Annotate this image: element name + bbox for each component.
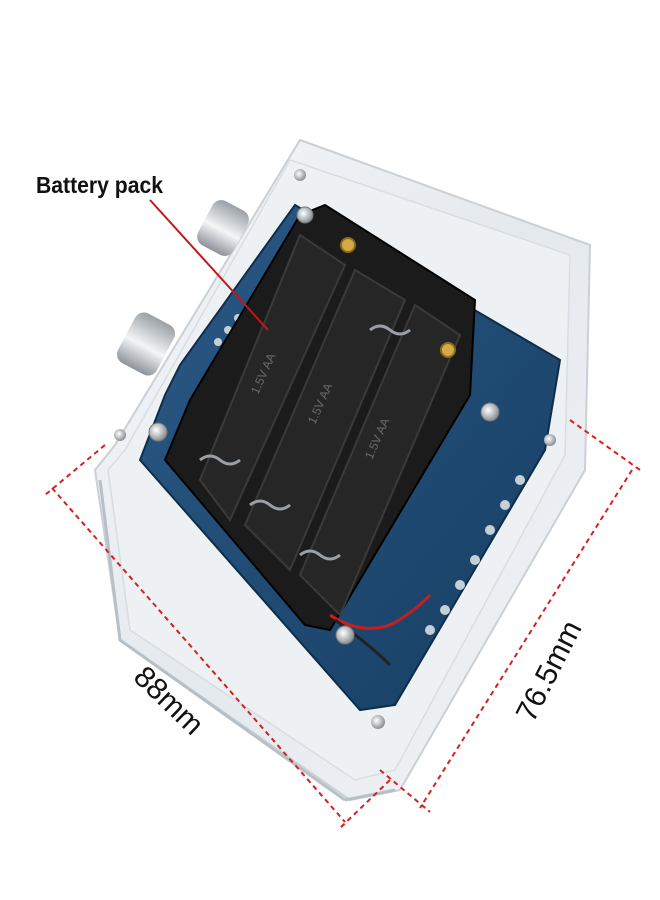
battery-slot-2 xyxy=(243,268,407,572)
dimension-line-76-5mm xyxy=(379,419,641,813)
battery-slot-3 xyxy=(298,303,462,617)
terminal-icon xyxy=(440,342,456,358)
battery-holder: 1.5V AA 1.5V AA 1.5V AA xyxy=(163,203,477,632)
screw-icon xyxy=(114,169,556,729)
knob-upper xyxy=(197,200,249,256)
wire-black xyxy=(334,618,392,667)
knob-lower xyxy=(116,312,176,376)
terminal-icon xyxy=(340,237,356,253)
wire-red xyxy=(329,593,432,630)
battery-callout-line xyxy=(149,199,269,331)
spring-icon xyxy=(199,324,411,561)
battery-slot-1 xyxy=(198,233,347,522)
dimension-line-88mm xyxy=(44,444,391,829)
battery-pack-label: Battery pack xyxy=(36,172,164,198)
